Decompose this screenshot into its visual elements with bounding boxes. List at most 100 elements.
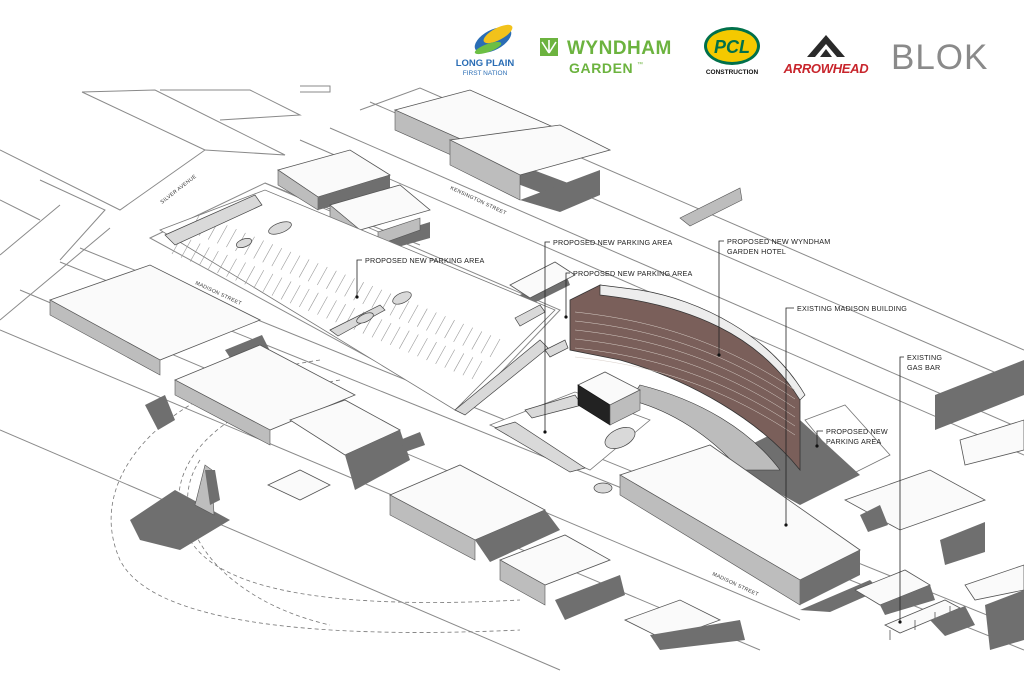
hotel-floor-line bbox=[574, 338, 796, 418]
long-plain-feather-green bbox=[474, 41, 502, 55]
gas-bar bbox=[884, 599, 975, 640]
parking-stall-line bbox=[380, 322, 392, 342]
parking-stall-line bbox=[453, 323, 464, 342]
hotel-building bbox=[569, 284, 860, 505]
logo-pcl: PCL CONSTRUCTION bbox=[704, 27, 760, 76]
parking-stall-line bbox=[244, 266, 255, 285]
parking-stall-line bbox=[335, 304, 346, 323]
parking-stall-line bbox=[435, 345, 446, 364]
blok-name: BLOK bbox=[891, 38, 988, 77]
long-plain-name: LONG PLAIN bbox=[456, 58, 515, 69]
callout-hotel-line2: GARDEN HOTEL bbox=[727, 247, 786, 256]
parking-stall-line bbox=[317, 266, 328, 286]
parking-stall-line bbox=[398, 300, 410, 320]
parking-stall-line bbox=[371, 319, 383, 338]
callout-parking-1-text: PROPOSED NEW PARKING AREA bbox=[365, 256, 485, 265]
parking-stall-line bbox=[307, 263, 319, 282]
callout-gas-bar-line1: EXISTING bbox=[907, 353, 942, 362]
parking-stall-line bbox=[435, 316, 446, 335]
parking-stall-line bbox=[226, 229, 237, 248]
callout-madison-building-text: EXISTING MADISON BUILDING bbox=[797, 304, 907, 313]
wyndham-trademark: ™ bbox=[637, 61, 643, 68]
parking-stall-line bbox=[208, 251, 219, 270]
parking-stall-line bbox=[353, 282, 364, 301]
long-plain-sub: FIRST NATION bbox=[463, 70, 508, 77]
parking-stall-line bbox=[271, 247, 283, 267]
logo-long-plain: LONG PLAIN FIRST NATION bbox=[456, 24, 515, 77]
hotel-floor-line bbox=[574, 311, 796, 391]
parking-stall-line bbox=[417, 308, 428, 327]
parking-stall-line bbox=[289, 255, 301, 274]
callout-gas-bar-line2: GAS BAR bbox=[907, 363, 940, 372]
parking-stall-line bbox=[344, 278, 355, 297]
callout-gas-bar: EXISTING GAS BAR bbox=[898, 353, 942, 624]
parking-stall-line bbox=[408, 334, 419, 353]
parking-stall-line bbox=[189, 243, 201, 262]
parking-stall-line bbox=[371, 289, 383, 308]
parking-stall-line bbox=[426, 312, 437, 331]
parking-stall-line bbox=[462, 357, 474, 376]
callout-madison-building: EXISTING MADISON BUILDING bbox=[784, 304, 907, 527]
callout-parking-4: PROPOSED NEW PARKING AREA bbox=[815, 427, 888, 448]
callout-parking-1: PROPOSED NEW PARKING AREA bbox=[355, 256, 484, 299]
parking-stall-line bbox=[389, 326, 401, 346]
wyndham-garden-word: GARDEN bbox=[569, 60, 633, 76]
hotel-floor-line bbox=[574, 356, 796, 436]
parking-stall-line bbox=[262, 244, 273, 263]
callout-parking-4-line1: PROPOSED NEW bbox=[826, 427, 888, 436]
parking-stall-line bbox=[444, 349, 455, 368]
parking-stall-line bbox=[271, 277, 283, 296]
callout-parking-3-text: PROPOSED NEW PARKING AREA bbox=[573, 269, 693, 278]
parking-stall-line bbox=[471, 360, 483, 380]
parking-stall-line bbox=[462, 327, 473, 346]
logo-arrowhead: ARROWHEAD bbox=[783, 35, 870, 76]
parking-stall-line bbox=[289, 285, 301, 304]
parking-stall-line bbox=[253, 240, 264, 259]
parking-stall-line bbox=[326, 270, 337, 289]
landscape-island bbox=[164, 194, 263, 246]
long-plain-feather-yellow bbox=[483, 24, 513, 44]
parking-stall-line bbox=[453, 353, 465, 372]
parking-stall-line bbox=[489, 338, 501, 358]
parking-stall-line bbox=[217, 254, 228, 274]
callout-parking-3: PROPOSED NEW PARKING AREA bbox=[564, 269, 692, 319]
pcl-mark: PCL bbox=[714, 37, 750, 57]
parking-stall-line bbox=[299, 288, 310, 308]
hotel-floor-line bbox=[574, 347, 796, 427]
parking-stall-line bbox=[426, 341, 437, 361]
parking-stall-line bbox=[298, 259, 310, 278]
parking-stall-line bbox=[226, 258, 237, 277]
hotel-floor-line bbox=[574, 329, 796, 409]
parking-stall-line bbox=[444, 319, 455, 339]
callout-parking-2-text: PROPOSED NEW PARKING AREA bbox=[553, 238, 673, 247]
parking-stall-line bbox=[180, 239, 192, 258]
parking-lot-main bbox=[159, 189, 556, 416]
parking-stall-line bbox=[235, 262, 246, 281]
buildings-south bbox=[49, 264, 1024, 650]
arrowhead-name: ARROWHEAD bbox=[783, 61, 870, 76]
parking-stall-line bbox=[362, 285, 373, 305]
parking-stall-line bbox=[217, 225, 228, 244]
parking-stall-line bbox=[399, 330, 410, 349]
callout-hotel: PROPOSED NEW WYNDHAM GARDEN HOTEL bbox=[717, 237, 830, 357]
hotel-floor-line bbox=[574, 320, 796, 400]
callout-parking-2: PROPOSED NEW PARKING AREA bbox=[543, 238, 672, 434]
parking-stall-line bbox=[280, 251, 292, 271]
parking-stall-line bbox=[480, 335, 492, 354]
parking-stall-line bbox=[308, 292, 319, 311]
parking-stall-line bbox=[253, 269, 265, 289]
wyndham-name: WYNDHAM bbox=[567, 38, 672, 59]
pcl-oval-inner bbox=[707, 30, 757, 62]
parking-stall-line bbox=[326, 300, 337, 319]
parking-stall-line bbox=[335, 274, 346, 293]
parking-stall-line bbox=[262, 273, 274, 293]
pcl-construction: CONSTRUCTION bbox=[706, 69, 759, 76]
parking-stall-line bbox=[199, 247, 210, 266]
parking-stall-line bbox=[417, 338, 428, 357]
parking-stall-line bbox=[471, 331, 483, 350]
logo-blok: BLOK bbox=[891, 38, 988, 77]
callout-hotel-line1: PROPOSED NEW WYNDHAM bbox=[727, 237, 830, 246]
parking-stall-line bbox=[280, 281, 292, 300]
parking-stall-line bbox=[244, 236, 255, 255]
